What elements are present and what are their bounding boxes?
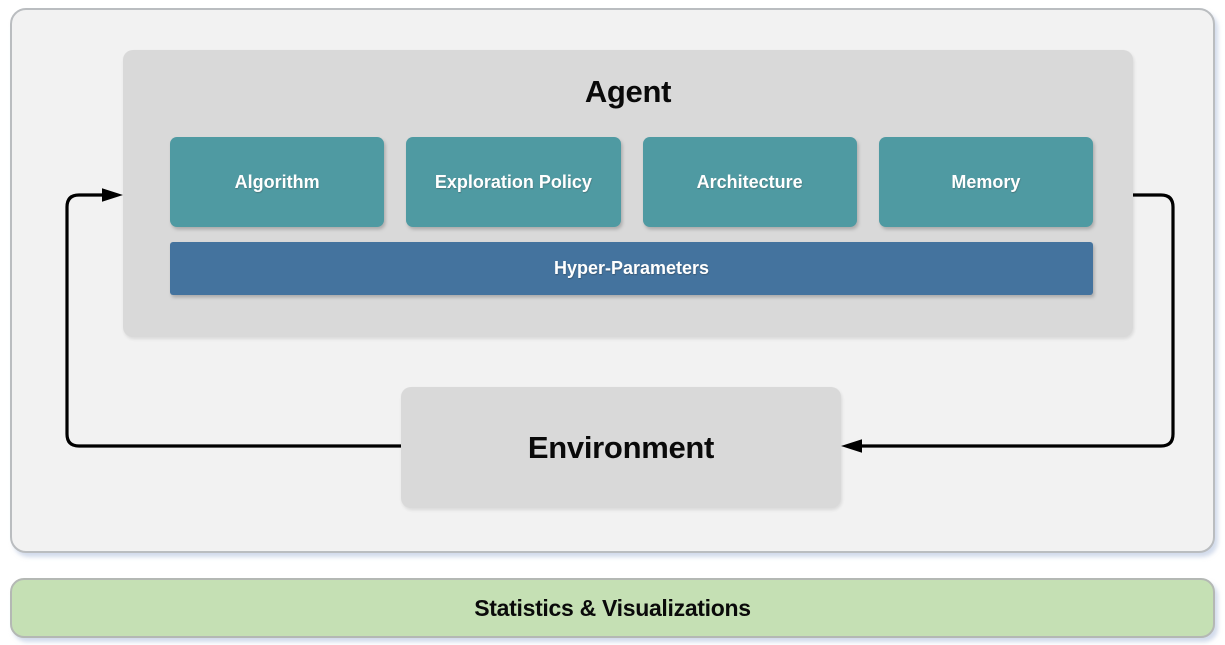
module-box-memory: Memory	[878, 137, 1093, 227]
module-box-algorithm: Algorithm	[170, 137, 385, 227]
agent-modules-row: Algorithm Exploration Policy Architectur…	[170, 137, 1093, 227]
agent-panel: Agent Algorithm Exploration Policy Archi…	[123, 50, 1133, 337]
agent-title: Agent	[584, 74, 672, 109]
environment-box: Environment	[401, 387, 841, 508]
module-box-architecture: Architecture	[642, 137, 857, 227]
statistics-visualizations-bar: Statistics & Visualizations	[10, 578, 1215, 638]
module-box-exploration-policy: Exploration Policy	[406, 137, 621, 227]
hyper-parameters-bar: Hyper-Parameters	[170, 242, 1093, 295]
